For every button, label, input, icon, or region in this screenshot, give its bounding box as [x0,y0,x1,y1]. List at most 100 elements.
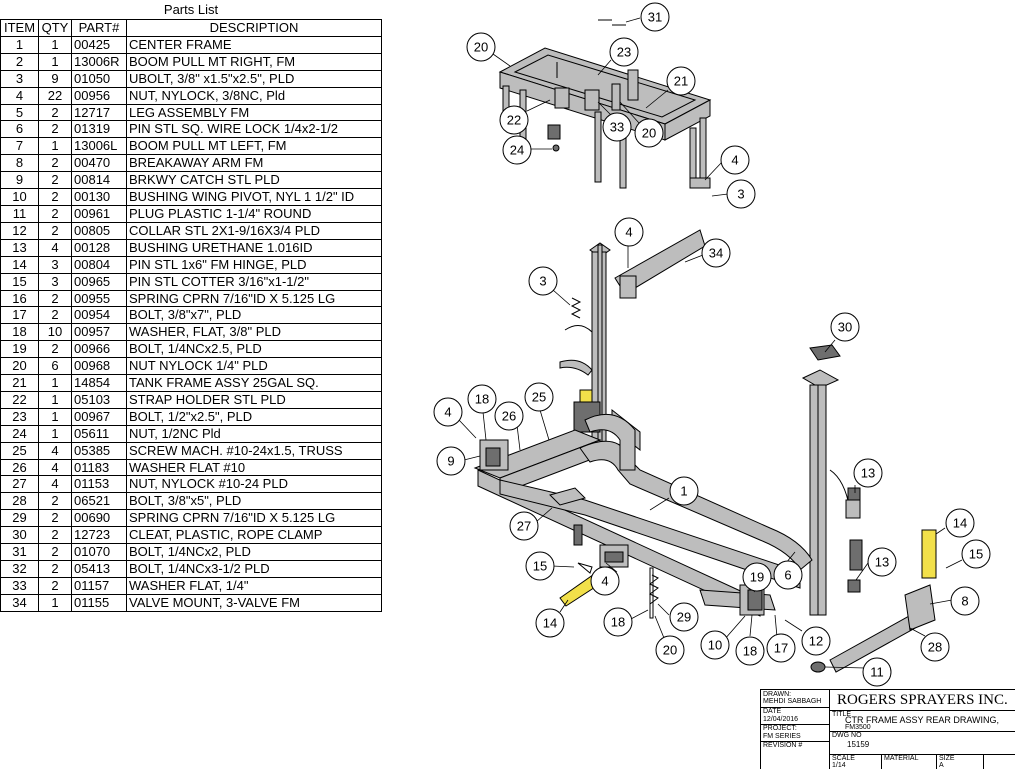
callout-balloon: 18 [467,384,497,414]
description-cell: BOLT, 1/4NCx2.5, PLD [126,340,382,359]
part-number-cell: 00957 [71,323,127,342]
callout-balloon: 11 [862,657,892,687]
balloon-circle [524,382,554,412]
balloon-number: 20 [474,40,488,55]
callout-balloon: 31 [640,2,670,32]
item-cell: 25 [0,441,39,460]
callout-balloon: 20 [655,635,685,665]
balloon-number: 21 [674,74,688,89]
qty-cell: 1 [38,424,72,443]
balloon-circle [466,32,496,62]
part-number-cell: 00690 [71,509,127,528]
callout-balloon: 27 [509,511,539,541]
balloon-number: 8 [961,594,968,609]
qty-cell: 4 [38,238,72,257]
balloon-number: 27 [517,519,531,534]
callout-balloon: 21 [666,66,696,96]
item-cell: 22 [0,390,39,409]
part-number-cell: 01155 [71,593,127,612]
item-cell: 4 [0,86,39,105]
description-cell: BOLT, 3/8"x5", PLD [126,492,382,511]
qty-cell: 2 [38,560,72,578]
qty-cell: 2 [38,340,72,359]
item-cell: 29 [0,509,39,528]
balloon-circle [494,401,524,431]
callout-balloon: 24 [502,135,532,165]
balloon-number: 4 [444,405,451,420]
balloon-circle [920,632,950,662]
qty-cell: 2 [38,103,72,122]
callout-balloon: 4 [720,145,750,175]
balloon-circle [950,586,980,616]
qty-cell: 2 [38,154,72,173]
item-cell: 31 [0,543,39,561]
description-cell: WASHER FLAT #10 [126,458,382,477]
exploded-assembly-drawing: .o{stroke:#000;stroke-width:1;fill:none;… [433,2,991,687]
item-cell: 7 [0,137,39,156]
size-value: A [939,762,944,769]
balloon-number: 19 [750,570,764,585]
item-cell: 3 [0,69,39,88]
item-cell: 5 [0,103,39,122]
item-cell: 33 [0,576,39,595]
balloon-number: 10 [708,638,722,653]
callout-balloon: 28 [920,632,950,662]
callout-balloon: 1 [669,476,699,506]
balloon-number: 25 [532,390,546,405]
qty-cell: 2 [38,204,72,223]
material-label: MATERIAL [884,755,919,762]
item-cell: 12 [0,221,39,240]
balloon-circle [735,636,765,666]
qty-cell: 1 [38,52,72,71]
balloon-circle [853,458,883,488]
balloon-number: 13 [861,466,875,481]
part-number-cell: 00814 [71,171,127,190]
balloon-circle [590,566,620,596]
qty-cell: 2 [38,120,72,139]
part-number-cell: 05385 [71,441,127,460]
balloon-circle [726,179,756,209]
balloon-number: 28 [928,640,942,655]
drawing-title-line1: CTR FRAME ASSY REAR DRAWING, [845,715,1000,725]
callout-balloon: 15 [525,551,555,581]
qty-cell: 1 [38,137,72,156]
item-cell: 17 [0,306,39,325]
balloon-circle [830,312,860,342]
item-cell: 24 [0,424,39,443]
callout-balloon: 25 [524,382,554,412]
balloon-number: 9 [447,454,454,469]
callout-balloon: 18 [603,607,633,637]
qty-cell: 4 [38,458,72,477]
balloon-circle [666,66,696,96]
description-cell: BOLT, 3/8"x7", PLD [126,306,382,325]
balloon-number: 3 [539,274,546,289]
description-cell: PIN STL SQ. WIRE LOCK 1/4x2-1/2 [126,120,382,139]
qty-cell: 2 [38,221,72,240]
balloon-circle [640,2,670,32]
qty-cell: 2 [38,171,72,190]
balloon-circle [609,37,639,67]
part-number-cell: 00968 [71,357,127,376]
size-label: SIZE [939,755,955,762]
balloon-number: 4 [731,153,738,168]
qty-cell: 2 [38,306,72,325]
description-cell: TANK FRAME ASSY 25GAL SQ. [126,374,382,392]
title-block: DRAWN: MEHDI SABBAGH DATE 12/04/2016 PRO… [760,689,1015,769]
description-cell: BOLT, 1/4NCx3-1/2 PLD [126,560,382,578]
qty-cell: 10 [38,323,72,342]
part-number-cell: 12717 [71,103,127,122]
